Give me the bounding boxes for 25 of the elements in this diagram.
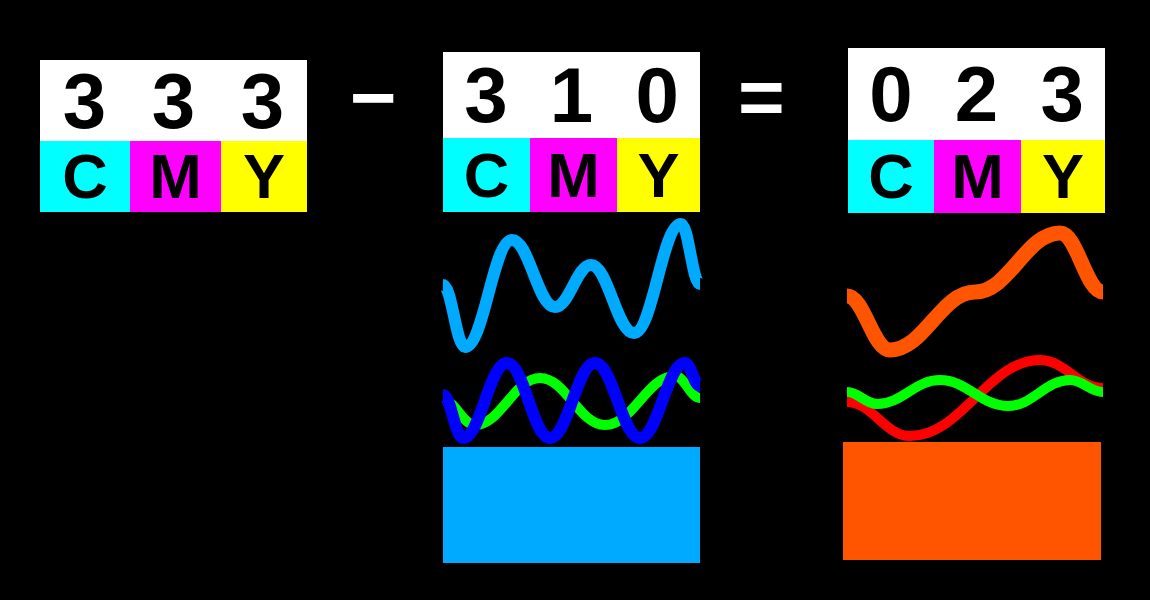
digit: 3 bbox=[62, 61, 107, 140]
value-panel bbox=[443, 52, 700, 138]
minus-sign: − bbox=[350, 58, 397, 138]
digit: 2 bbox=[954, 55, 999, 133]
color-block bbox=[843, 442, 1101, 560]
channel-tile: M bbox=[530, 138, 617, 212]
digit: 3 bbox=[151, 61, 196, 140]
channel-tile: M bbox=[130, 141, 221, 212]
channel-tile: C bbox=[848, 140, 934, 213]
channel-tile: Y bbox=[617, 138, 700, 212]
digit: 1 bbox=[549, 56, 594, 134]
channel-tile: C bbox=[40, 141, 130, 212]
digit: 3 bbox=[240, 61, 285, 140]
channel-tile: C bbox=[443, 138, 530, 212]
channel-tile: Y bbox=[1021, 140, 1105, 213]
digit: 3 bbox=[1040, 55, 1084, 133]
color-block bbox=[443, 447, 700, 563]
channel-tile: Y bbox=[221, 141, 307, 212]
digit: 0 bbox=[869, 55, 913, 133]
digit: 3 bbox=[464, 56, 508, 134]
equals-sign: = bbox=[738, 57, 785, 137]
value-panel bbox=[40, 60, 307, 141]
channel-tile: M bbox=[934, 140, 1021, 213]
value-panel bbox=[848, 48, 1105, 140]
digit: 0 bbox=[635, 56, 679, 134]
